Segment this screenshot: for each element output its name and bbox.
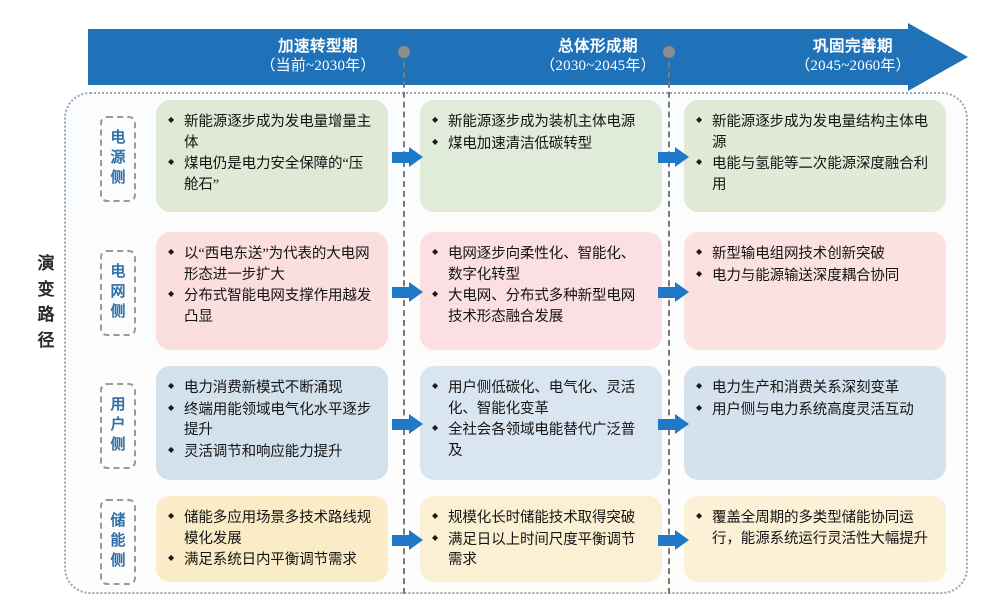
axis-title-char-4: 径: [37, 330, 55, 350]
phase-2-range: （2030~2045年）: [540, 58, 656, 75]
row-label-char: 侧: [110, 552, 126, 569]
card-storage-phase3: 覆盖全周期的多类型储能协同运行，能源系统运行灵活性大幅提升: [684, 496, 946, 582]
card-user-phase1: 电力消费新模式不断涌现 终端用能领域电气化水平逐步提升 灵活调节和响应能力提升: [156, 366, 388, 480]
card-power-phase1: 新能源逐步成为发电量增量主体 煤电仍是电力安全保障的“压舱石”: [156, 100, 388, 212]
list-item: 规模化长时储能技术取得突破: [432, 508, 648, 529]
card-power-phase3: 新能源逐步成为发电量结构主体电源 电能与氢能等二次能源深度融合利用: [684, 100, 946, 212]
row-label-char: 电: [110, 130, 126, 147]
bullet-list: 电力消费新模式不断涌现 终端用能领域电气化水平逐步提升 灵活调节和响应能力提升: [168, 378, 374, 462]
list-item: 终端用能领域电气化水平逐步提升: [168, 400, 374, 441]
row-grid: 电 网 侧 以“西电东送”为代表的大电网形态进一步扩大 分布式智能电网支撑作用越…: [64, 232, 968, 354]
row-label-storage: 储 能 侧: [100, 499, 136, 585]
row-storage: 储 能 侧 储能多应用场景多技术路线规模化发展 满足系统日内平衡调节需求 规模化…: [64, 496, 968, 588]
row-label-char: 侧: [110, 436, 126, 453]
list-item: 储能多应用场景多技术路线规模化发展: [168, 508, 374, 549]
phase-divider-2: [663, 46, 675, 594]
bullet-list: 规模化长时储能技术取得突破 满足日以上时间尺度平衡调节需求: [432, 508, 648, 571]
list-item: 煤电仍是电力安全保障的“压舱石”: [168, 154, 374, 195]
list-item: 新能源逐步成为发电量增量主体: [168, 112, 374, 153]
axis-title: 演 变 路 径: [34, 251, 58, 353]
row-label-char: 户: [110, 417, 126, 434]
bullet-list: 以“西电东送”为代表的大电网形态进一步扩大 分布式智能电网支撑作用越发凸显: [168, 244, 374, 327]
axis-title-char-3: 路: [37, 305, 55, 324]
divider-dashed-line: [403, 52, 405, 594]
list-item: 满足系统日内平衡调节需求: [168, 550, 374, 571]
axis-title-char-2: 变: [37, 279, 55, 299]
row-label-char: 用: [110, 397, 126, 414]
row-label-grid: 电 网 侧: [100, 250, 136, 336]
list-item: 灵活调节和响应能力提升: [168, 442, 374, 463]
card-grid-phase2: 电网逐步向柔性化、智能化、数字化转型 大电网、分布式多种新型电网技术形态融合发展: [420, 232, 662, 350]
phase-2-name: 总体形成期: [557, 38, 638, 56]
list-item: 用户侧与电力系统高度灵活互动: [696, 400, 932, 421]
card-grid-phase1: 以“西电东送”为代表的大电网形态进一步扩大 分布式智能电网支撑作用越发凸显: [156, 232, 388, 350]
axis-title-char-1: 演: [37, 254, 55, 273]
bullet-list: 新能源逐步成为发电量增量主体 煤电仍是电力安全保障的“压舱石”: [168, 112, 374, 195]
bullet-list: 新型输电组网技术创新突破 电力与能源输送深度耦合协同: [696, 244, 932, 286]
divider-pin-icon: [663, 46, 675, 58]
list-item: 新能源逐步成为装机主体电源: [432, 112, 648, 133]
timeline-header: 加速转型期 （当前~2030年） 总体形成期 （2030~2045年） 巩固完善…: [88, 23, 968, 91]
phase-3-range: （2045~2060年）: [795, 58, 911, 75]
row-label-char: 侧: [110, 303, 126, 320]
timeline-arrowhead-icon: [908, 23, 968, 91]
card-power-phase2: 新能源逐步成为装机主体电源 煤电加速清洁低碳转型: [420, 100, 662, 212]
timeline-phase-3: 巩固完善期 （2045~2060年）: [748, 29, 958, 85]
bullet-list: 用户侧低碳化、电气化、灵活化、智能化变革 全社会各领域电能替代广泛普及: [432, 378, 648, 461]
bullet-list: 电网逐步向柔性化、智能化、数字化转型 大电网、分布式多种新型电网技术形态融合发展: [432, 244, 648, 327]
divider-pin-icon: [398, 46, 410, 58]
list-item: 煤电加速清洁低碳转型: [432, 134, 648, 155]
list-item: 电力生产和消费关系深刻变革: [696, 378, 932, 399]
bullet-list: 新能源逐步成为发电量结构主体电源 电能与氢能等二次能源深度融合利用: [696, 112, 932, 195]
divider-dashed-line: [668, 52, 670, 594]
row-label-char: 能: [110, 533, 126, 550]
card-storage-phase1: 储能多应用场景多技术路线规模化发展 满足系统日内平衡调节需求: [156, 496, 388, 582]
card-storage-phase2: 规模化长时储能技术取得突破 满足日以上时间尺度平衡调节需求: [420, 496, 662, 582]
phase-1-range: （当前~2030年）: [260, 58, 376, 75]
list-item: 新能源逐步成为发电量结构主体电源: [696, 112, 932, 153]
timeline-bar: [88, 29, 916, 85]
row-label-char: 电: [110, 264, 126, 281]
card-grid-phase3: 新型输电组网技术创新突破 电力与能源输送深度耦合协同: [684, 232, 946, 350]
card-user-phase2: 用户侧低碳化、电气化、灵活化、智能化变革 全社会各领域电能替代广泛普及: [420, 366, 662, 480]
row-user: 用 户 侧 电力消费新模式不断涌现 终端用能领域电气化水平逐步提升 灵活调节和响…: [64, 366, 968, 486]
bullet-list: 覆盖全周期的多类型储能协同运行，能源系统运行灵活性大幅提升: [696, 508, 932, 549]
card-user-phase3: 电力生产和消费关系深刻变革 用户侧与电力系统高度灵活互动: [684, 366, 946, 480]
list-item: 覆盖全周期的多类型储能协同运行，能源系统运行灵活性大幅提升: [696, 508, 932, 549]
bullet-list: 电力生产和消费关系深刻变革 用户侧与电力系统高度灵活互动: [696, 378, 932, 420]
row-label-char: 源: [110, 150, 126, 167]
row-label-char: 网: [110, 284, 126, 301]
row-label-power-supply: 电 源 侧: [100, 116, 136, 202]
list-item: 电网逐步向柔性化、智能化、数字化转型: [432, 244, 648, 285]
bullet-list: 储能多应用场景多技术路线规模化发展 满足系统日内平衡调节需求: [168, 508, 374, 571]
timeline-phase-1: 加速转型期 （当前~2030年）: [208, 29, 428, 85]
list-item: 大电网、分布式多种新型电网技术形态融合发展: [432, 286, 648, 327]
phase-divider-1: [398, 46, 410, 594]
list-item: 用户侧低碳化、电气化、灵活化、智能化变革: [432, 378, 648, 419]
row-power-supply: 电 源 侧 新能源逐步成为发电量增量主体 煤电仍是电力安全保障的“压舱石” 新能…: [64, 100, 968, 218]
list-item: 满足日以上时间尺度平衡调节需求: [432, 530, 648, 571]
phase-1-name: 加速转型期: [277, 38, 358, 56]
list-item: 全社会各领域电能替代广泛普及: [432, 420, 648, 461]
row-label-char: 侧: [110, 169, 126, 186]
row-label-char: 储: [110, 513, 126, 530]
list-item: 新型输电组网技术创新突破: [696, 244, 932, 265]
list-item: 电能与氢能等二次能源深度融合利用: [696, 154, 932, 195]
phase-3-name: 巩固完善期: [812, 38, 893, 56]
list-item: 电力与能源输送深度耦合协同: [696, 266, 932, 287]
list-item: 分布式智能电网支撑作用越发凸显: [168, 286, 374, 327]
row-label-user: 用 户 侧: [100, 383, 136, 469]
timeline-phase-2: 总体形成期 （2030~2045年）: [488, 29, 708, 85]
list-item: 以“西电东送”为代表的大电网形态进一步扩大: [168, 244, 374, 285]
bullet-list: 新能源逐步成为装机主体电源 煤电加速清洁低碳转型: [432, 112, 648, 154]
list-item: 电力消费新模式不断涌现: [168, 378, 374, 399]
